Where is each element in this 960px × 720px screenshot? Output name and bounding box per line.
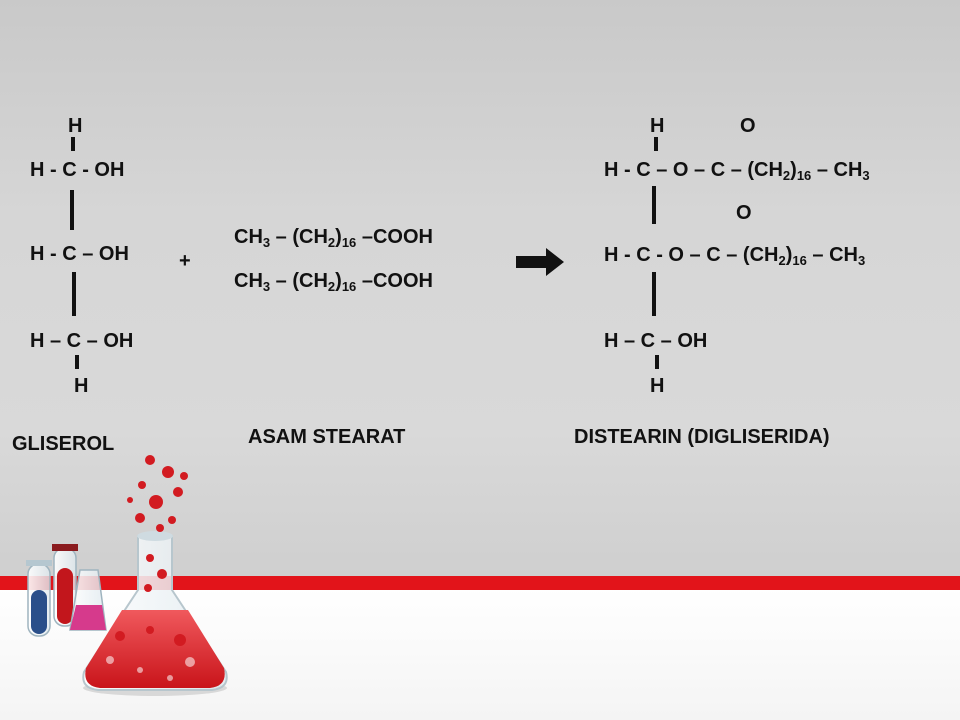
- gliserol-row-3: H – C – OH: [30, 330, 134, 352]
- bond: [655, 355, 659, 369]
- bond: [72, 272, 76, 316]
- gliserol-row-1: H - C - OH: [30, 159, 125, 181]
- bond: [75, 355, 79, 369]
- distearin-row-3: H – C – OH: [604, 330, 708, 352]
- distearin-row-2: H - C - O – C – (CH2)16 – CH3: [604, 244, 866, 268]
- distearin-row-1: H - C – O – C – (CH2)16 – CH3: [604, 159, 870, 183]
- bond: [70, 190, 74, 230]
- plus-sign: +: [179, 250, 191, 272]
- asam-stearat-line-1: CH3 – (CH2)16 –COOH: [234, 226, 433, 250]
- flask-illustration: [26, 455, 228, 696]
- bond: [654, 137, 658, 151]
- bond: [652, 186, 656, 224]
- test-tube-icon: [69, 569, 107, 631]
- gliserol-h-top: H: [68, 115, 83, 137]
- asam-stearat-label: ASAM STEARAT: [248, 426, 406, 448]
- bond: [71, 137, 75, 151]
- distearin-h-top: H: [650, 115, 665, 137]
- reaction-arrow-icon: [516, 248, 564, 276]
- bond: [652, 272, 656, 316]
- gliserol-row-2: H - C – OH: [30, 243, 129, 265]
- test-tube-icon: [26, 560, 52, 637]
- distearin-o-top: O: [740, 115, 756, 137]
- gliserol-label: GLISEROL: [12, 433, 115, 455]
- gliserol-h-bottom: H: [74, 375, 89, 397]
- distearin-h-bottom: H: [650, 375, 665, 397]
- distearin-o-mid: O: [736, 202, 752, 224]
- distearin-label: DISTEARIN (DIGLISERIDA): [574, 426, 830, 448]
- flask-icon: [82, 455, 228, 696]
- asam-stearat-line-2: CH3 – (CH2)16 –COOH: [234, 270, 433, 294]
- red-stripe: [0, 576, 960, 590]
- test-tube-icon: [52, 544, 78, 627]
